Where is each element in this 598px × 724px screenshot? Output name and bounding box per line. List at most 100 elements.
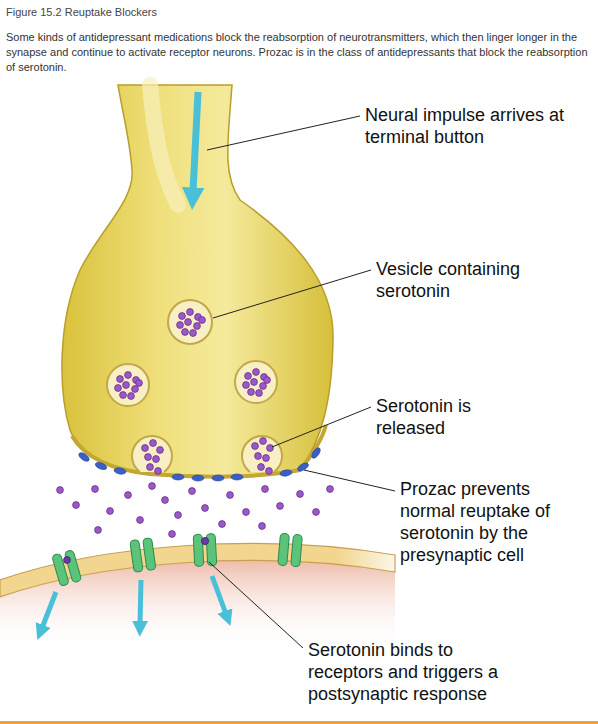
leader-line bbox=[304, 470, 395, 491]
axon-highlight bbox=[150, 85, 178, 205]
serotonin-molecule bbox=[92, 486, 99, 493]
callout-label: Neural impulse arrives at terminal butto… bbox=[365, 104, 587, 148]
serotonin-molecule bbox=[256, 390, 263, 397]
serotonin-molecule bbox=[182, 329, 189, 336]
serotonin-molecule bbox=[189, 488, 196, 495]
callout-label: Serotonin is released bbox=[376, 395, 508, 439]
receptor bbox=[130, 538, 156, 573]
presynaptic-terminal bbox=[62, 85, 333, 477]
serotonin-molecule bbox=[169, 531, 176, 538]
serotonin-molecule bbox=[258, 464, 265, 471]
serotonin-molecule bbox=[327, 486, 334, 493]
receptor-lobe bbox=[291, 534, 303, 567]
serotonin-molecule bbox=[313, 509, 320, 516]
serotonin-molecule bbox=[132, 386, 139, 393]
serotonin-molecule bbox=[243, 382, 250, 389]
serotonin-molecule bbox=[267, 445, 274, 452]
reuptake-transporter bbox=[280, 469, 293, 477]
serotonin-molecule bbox=[73, 502, 80, 509]
reuptake-transporter bbox=[77, 451, 90, 463]
serotonin-molecule bbox=[120, 392, 127, 399]
serotonin-molecule bbox=[149, 483, 156, 490]
leader-line bbox=[209, 562, 303, 648]
serotonin-molecule bbox=[264, 377, 271, 384]
serotonin-molecule bbox=[277, 503, 284, 510]
receptor-lobe bbox=[278, 533, 290, 566]
response-arrow bbox=[140, 580, 141, 624]
serotonin-molecule bbox=[259, 523, 266, 530]
response-arrow bbox=[42, 592, 56, 628]
serotonin-molecule bbox=[202, 505, 209, 512]
serotonin-molecule bbox=[266, 468, 273, 475]
serotonin-molecule bbox=[153, 456, 160, 463]
serotonin-molecule bbox=[107, 508, 114, 515]
leader-line bbox=[213, 270, 371, 318]
serotonin-molecule bbox=[157, 447, 164, 454]
serotonin-molecule bbox=[190, 330, 197, 337]
response-arrow bbox=[212, 576, 226, 614]
serotonin-molecule bbox=[155, 468, 162, 475]
serotonin-molecule bbox=[252, 443, 259, 450]
serotonin-molecule bbox=[125, 372, 132, 379]
serotonin-molecule bbox=[227, 492, 234, 499]
receptor bbox=[52, 550, 82, 587]
reuptake-transporter bbox=[94, 461, 107, 471]
serotonin-molecule bbox=[260, 383, 267, 390]
terminal-membrane bbox=[72, 425, 326, 477]
serotonin-molecule bbox=[194, 323, 201, 330]
callout-label: Prozac prevents normal reuptake of serot… bbox=[400, 478, 574, 566]
receptor-lobe bbox=[64, 550, 81, 583]
reuptake-transporter bbox=[114, 467, 127, 475]
serotonin-molecule bbox=[248, 389, 255, 396]
serotonin-molecule bbox=[137, 517, 144, 524]
reuptake-transporter bbox=[310, 446, 322, 459]
serotonin-molecule bbox=[162, 497, 169, 504]
receptor bbox=[193, 533, 217, 566]
serotonin-molecule bbox=[147, 464, 154, 471]
serotonin-molecule bbox=[95, 527, 102, 534]
leader-line bbox=[207, 116, 360, 150]
serotonin-molecule bbox=[253, 369, 260, 376]
serotonin-molecule bbox=[219, 521, 226, 528]
vesicle bbox=[168, 300, 212, 344]
releasing-vesicle bbox=[242, 436, 282, 472]
figure-caption: Some kinds of antidepressant medications… bbox=[6, 30, 592, 75]
serotonin-molecule bbox=[199, 317, 206, 324]
leader-line bbox=[272, 407, 371, 447]
serotonin-molecule bbox=[179, 313, 186, 320]
frame-line bbox=[0, 721, 598, 724]
figure-title: Figure 15.2 Reuptake Blockers bbox=[6, 5, 592, 19]
releasing-vesicle bbox=[132, 436, 172, 472]
callout-label: Vesicle containing serotonin bbox=[376, 258, 566, 302]
serotonin-molecule bbox=[245, 373, 252, 380]
serotonin-molecule bbox=[150, 440, 157, 447]
reuptake-transporter bbox=[231, 474, 243, 480]
receptor-lobe bbox=[130, 539, 143, 572]
receptor bbox=[278, 533, 303, 567]
serotonin-molecule bbox=[187, 309, 194, 316]
serotonin-molecule bbox=[263, 455, 270, 462]
receptor-lobe bbox=[143, 538, 156, 571]
vesicle bbox=[107, 364, 149, 406]
serotonin-molecule bbox=[142, 445, 149, 452]
vesicle bbox=[235, 361, 277, 403]
serotonin-molecule bbox=[123, 382, 130, 389]
reuptake-transporter bbox=[192, 475, 204, 481]
serotonin-molecule bbox=[260, 438, 267, 445]
serotonin-molecule bbox=[255, 453, 262, 460]
serotonin-molecule bbox=[251, 379, 258, 386]
serotonin-molecule bbox=[297, 491, 304, 498]
serotonin-molecule bbox=[262, 486, 269, 493]
reuptake-transporter bbox=[172, 474, 184, 480]
serotonin-molecule bbox=[243, 509, 250, 516]
serotonin-molecule bbox=[125, 492, 132, 499]
serotonin-molecule bbox=[177, 322, 184, 329]
reuptake-transporter bbox=[212, 475, 224, 481]
serotonin-molecule bbox=[175, 512, 182, 519]
serotonin-molecule bbox=[185, 319, 192, 326]
bound-serotonin bbox=[64, 557, 71, 564]
callout-label: Serotonin binds to receptors and trigger… bbox=[308, 639, 530, 705]
serotonin-molecule bbox=[57, 487, 64, 494]
serotonin-molecule bbox=[117, 376, 124, 383]
